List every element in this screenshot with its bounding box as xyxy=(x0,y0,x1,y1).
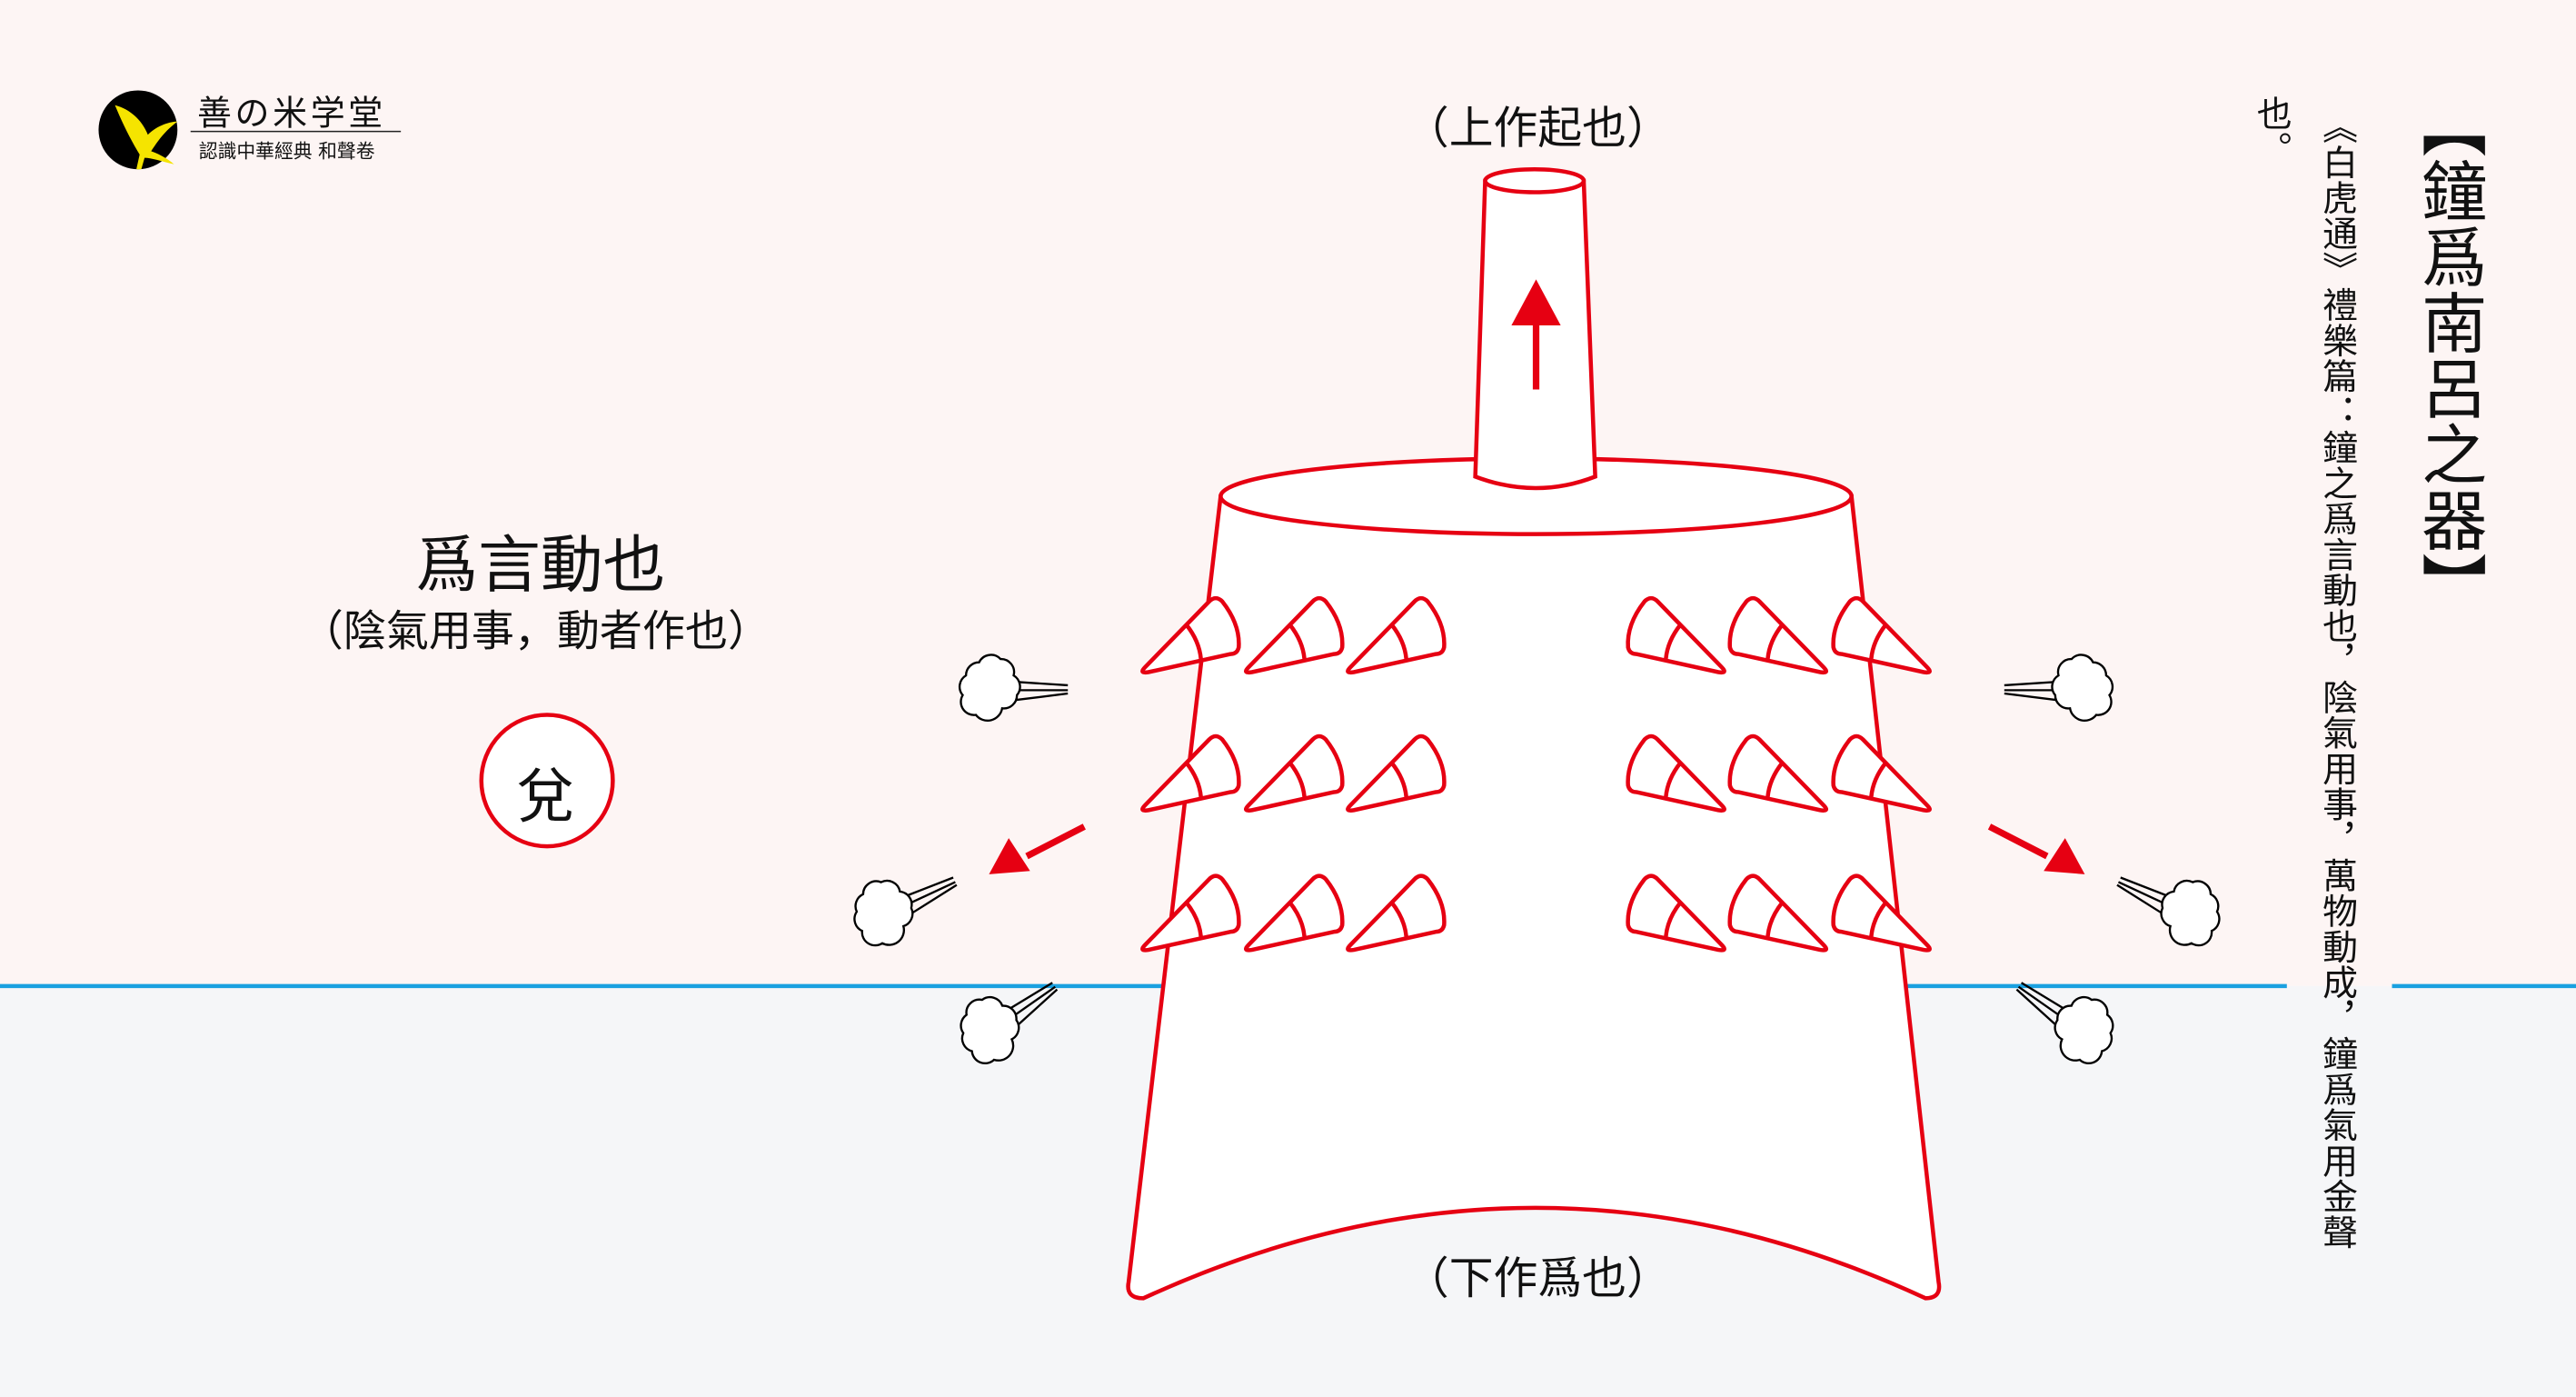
bell-stud xyxy=(1346,733,1447,813)
logo-emblem xyxy=(98,90,178,170)
bell-stud xyxy=(1727,595,1829,675)
bell-stud xyxy=(1727,873,1829,953)
meaning-subtitle: （陰氣用事，動者作也） xyxy=(300,607,771,658)
bell-studs xyxy=(1140,595,1932,953)
bell-stud xyxy=(1831,733,1932,813)
bell-handle-top xyxy=(1483,166,1586,195)
trigram-circle xyxy=(479,713,615,849)
bell-stud xyxy=(1626,733,1726,813)
bell-stud xyxy=(1626,873,1726,953)
bell-stud xyxy=(1140,595,1241,675)
bell-body xyxy=(1126,494,1942,1301)
sound-cloud-icon xyxy=(958,654,1069,722)
sound-cloud-icon xyxy=(2004,654,2114,722)
bell-stud xyxy=(1140,733,1241,813)
top-label: （上作起也） xyxy=(1404,103,1671,155)
bell-stud xyxy=(1244,595,1345,675)
logo-name: 善の米学堂 xyxy=(196,94,386,134)
bell-stud xyxy=(1346,873,1447,953)
arrow-down-left-icon xyxy=(989,823,1086,874)
bell-stud xyxy=(1626,595,1726,675)
bell-stud xyxy=(1140,873,1241,953)
arrow-down-right-icon xyxy=(1987,823,2085,874)
sound-clouds xyxy=(853,654,2221,1064)
sound-cloud-icon xyxy=(960,982,1059,1064)
phoenix-icon xyxy=(114,105,178,170)
bell-stud xyxy=(1831,873,1932,953)
logo-subtitle: 認識中華經典 和聲卷 xyxy=(198,139,375,163)
quote-column-1: 《白虎通》禮樂篇：鐘之爲言動也，陰氣用事，萬物動成，鐘爲氣用金聲 xyxy=(2316,108,2358,1250)
bell-stud xyxy=(1346,595,1447,675)
sound-cloud-icon xyxy=(2116,876,2221,947)
bell-stud xyxy=(1244,873,1345,953)
bottom-label: （下作爲也） xyxy=(1404,1253,1671,1305)
trigram-label: 兌 xyxy=(515,763,575,832)
side-title: 【鐘爲南呂之器】 xyxy=(2410,92,2486,618)
bell-stud xyxy=(1831,595,1932,675)
sound-cloud-icon xyxy=(853,876,958,947)
sound-cloud-icon xyxy=(2015,982,2114,1064)
bell-stud xyxy=(1244,733,1345,813)
quote-column-2: 也。 xyxy=(2251,95,2293,166)
arrow-up-icon xyxy=(1511,279,1561,390)
bell xyxy=(1126,166,1942,1301)
meaning-heading: 爲言動也 xyxy=(415,529,666,602)
motion-arrows xyxy=(989,279,2085,874)
bell-stud xyxy=(1727,733,1829,813)
